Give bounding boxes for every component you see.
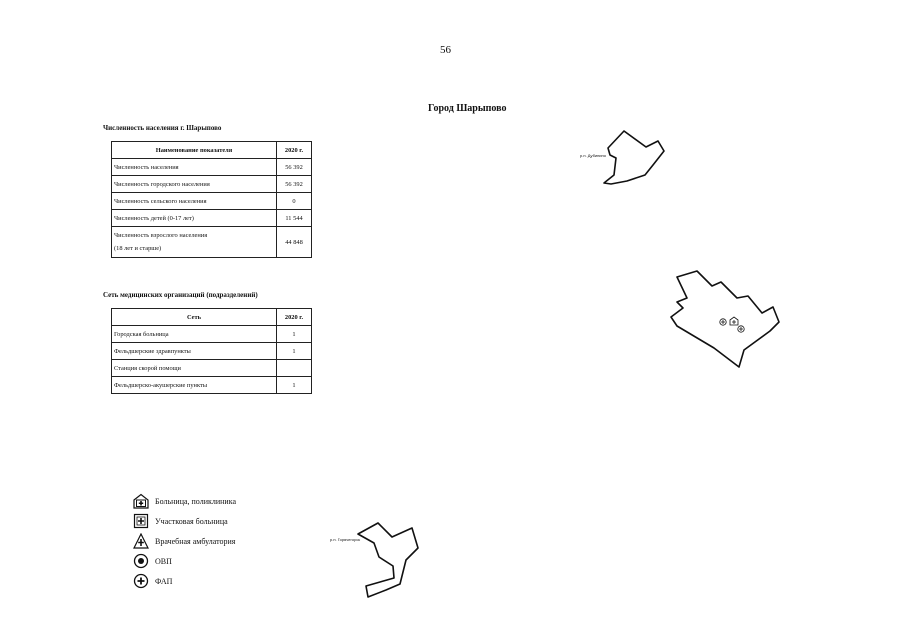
sharypovo-boundary: [670, 270, 780, 368]
hospital-polyclinic-icon: [133, 493, 149, 509]
table-row: Численность сельского населения 0: [111, 192, 312, 210]
legend-item: ФАП: [133, 571, 236, 591]
table-row: Численность детей (0-17 лет) 11 544: [111, 209, 312, 227]
table-row: Численность взрослого населения (18 лет …: [111, 226, 312, 258]
row-label: Городская больница: [111, 325, 277, 343]
row-value: 11 544: [276, 209, 312, 227]
row-label: Фельдшерские здравпункты: [111, 342, 277, 360]
gorjachegorsk-label: р.п. Горячегорск: [330, 537, 360, 542]
row-label: Численность населения: [111, 158, 277, 176]
legend-label: ФАП: [155, 576, 173, 586]
row-value: [276, 359, 312, 377]
legend-item: Врачебная амбулатория: [133, 531, 236, 551]
legend-item: Участковая больница: [133, 511, 236, 531]
medical-section-title: Сеть медицинских организаций (подразделе…: [103, 291, 258, 299]
row-label: Фельдшерско-акушерские пункты: [111, 376, 277, 394]
district-hospital-icon: [133, 513, 149, 529]
table-header-row: Сеть 2020 г.: [111, 308, 312, 326]
row-value: 1: [276, 325, 312, 343]
row-label: Численность городского населения: [111, 175, 277, 193]
medical-network-table: Сеть 2020 г. Городская больница 1 Фельдш…: [111, 308, 312, 394]
column-header: Наименование показателя: [111, 141, 277, 159]
row-value: 56 392: [276, 175, 312, 193]
city-facility-markers: [719, 316, 745, 333]
legend-item: ОВП: [133, 551, 236, 571]
table-row: Численность городского населения 56 392: [111, 175, 312, 193]
row-value: 44 848: [276, 226, 312, 258]
row-label: Численность взрослого населения (18 лет …: [111, 226, 277, 258]
table-row: Численность населения 56 392: [111, 158, 312, 176]
fap-icon: [133, 573, 149, 589]
row-label: Станция скорой помощи: [111, 359, 277, 377]
legend-item: Больница, поликлиника: [133, 491, 236, 511]
row-label: Численность сельского населения: [111, 192, 277, 210]
table-row: Станция скорой помощи: [111, 359, 312, 377]
table-row: Фельдшерско-акушерские пункты 1: [111, 376, 312, 394]
table-header-row: Наименование показателя 2020 г.: [111, 141, 312, 159]
row-value: 1: [276, 376, 312, 394]
column-header: 2020 г.: [276, 141, 312, 159]
column-header: Сеть: [111, 308, 277, 326]
ovp-icon: [133, 553, 149, 569]
legend-label: Врачебная амбулатория: [155, 536, 236, 546]
population-table: Наименование показателя 2020 г. Численно…: [111, 141, 312, 258]
dubinino-label: р.п. Дубинино: [580, 153, 607, 158]
legend-label: Участковая больница: [155, 516, 228, 526]
row-label-line: (18 лет и старше): [114, 245, 162, 252]
population-section-title: Численность населения г. Шарыпово: [103, 124, 222, 132]
legend-label: ОВП: [155, 556, 172, 566]
table-row: Фельдшерские здравпункты 1: [111, 342, 312, 360]
row-value: 56 392: [276, 158, 312, 176]
map-legend: Больница, поликлиника Участковая больниц…: [133, 491, 236, 591]
row-value: 1: [276, 342, 312, 360]
legend-label: Больница, поликлиника: [155, 496, 237, 506]
gorjachegorsk-boundary: [357, 522, 419, 598]
column-header: 2020 г.: [276, 308, 312, 326]
page-number: 56: [440, 44, 451, 56]
row-value: 0: [276, 192, 312, 210]
dubinino-boundary: [603, 130, 665, 185]
row-label: Численность детей (0-17 лет): [111, 209, 277, 227]
outpatient-clinic-icon: [133, 533, 149, 549]
city-title: Город Шарыпово: [428, 103, 507, 114]
row-label-line: Численность взрослого населения: [114, 232, 208, 239]
table-row: Городская больница 1: [111, 325, 312, 343]
